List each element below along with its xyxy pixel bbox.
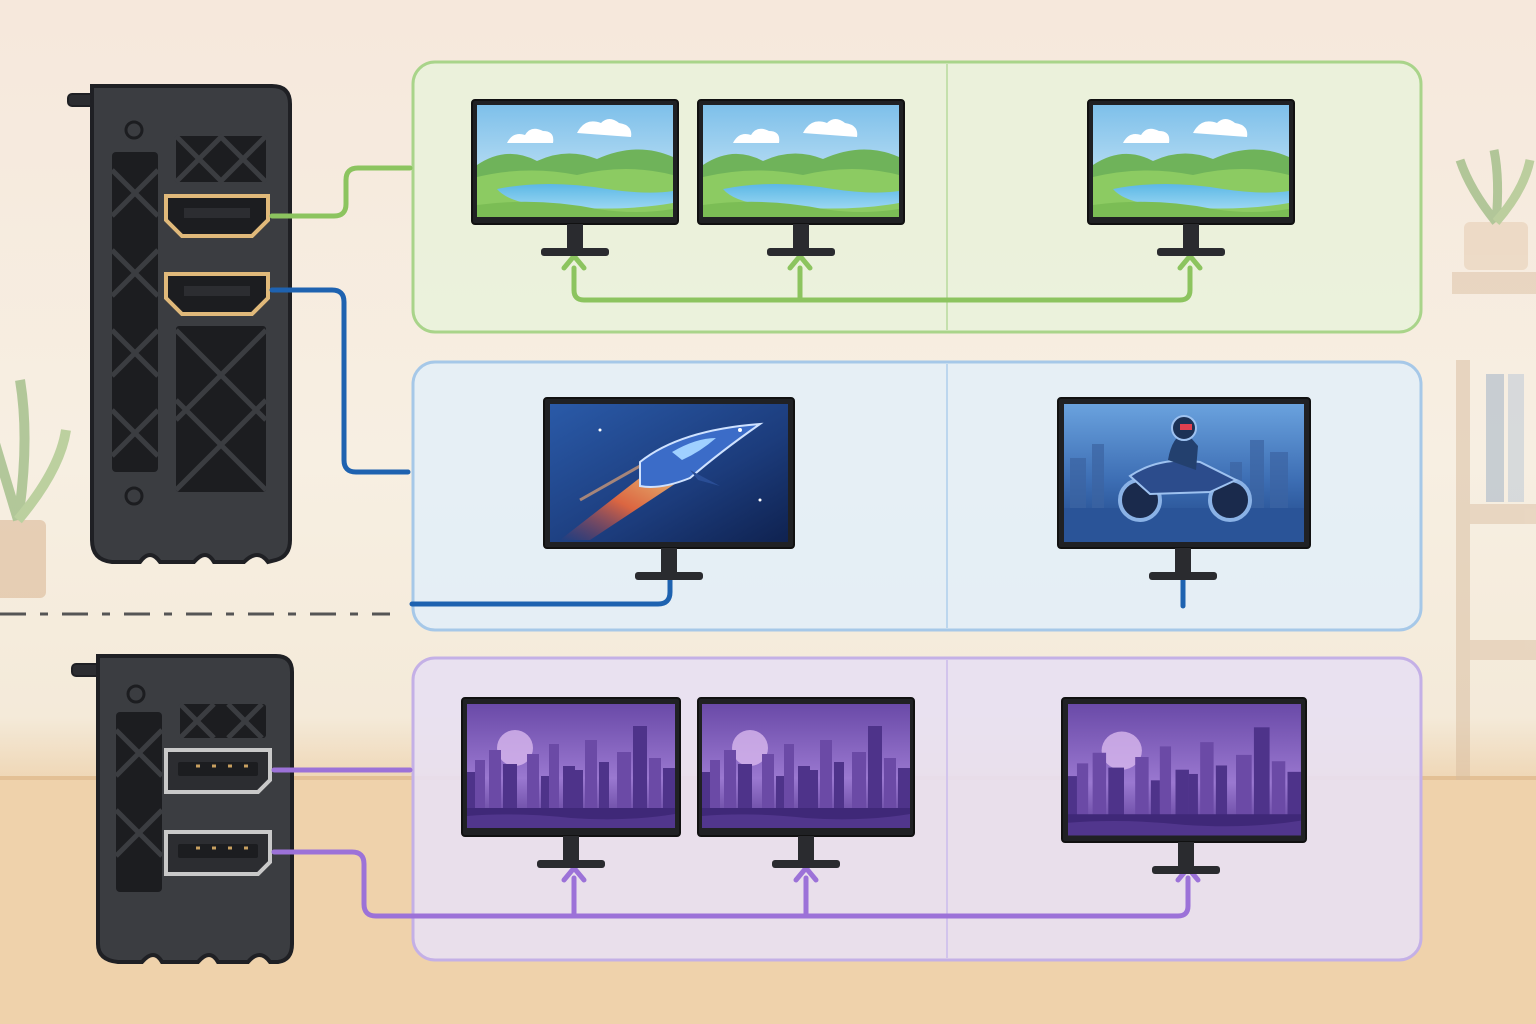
- hdmi-port: [164, 194, 270, 238]
- vent-grille: [112, 152, 158, 472]
- monitor-spaceship: [543, 397, 795, 580]
- vent-grille: [180, 704, 266, 738]
- displayport-port: [164, 830, 272, 876]
- monitor-city-2: [697, 697, 915, 868]
- monitor-motorcycle: [1057, 397, 1311, 580]
- vent-grille: [176, 136, 266, 182]
- monitor-nature-3: [1087, 99, 1295, 256]
- monitor-nature-2: [697, 99, 905, 256]
- plant-icon: [0, 379, 71, 598]
- plant-icon: [1455, 149, 1535, 270]
- monitor-nature-1: [471, 99, 679, 256]
- cable-blue: [269, 287, 1186, 609]
- vent-grille: [176, 326, 266, 492]
- monitor-city-3: [1061, 697, 1307, 874]
- graphics-card-top: [67, 84, 292, 565]
- graphics-card-bottom: [71, 654, 294, 964]
- cable-green: [269, 165, 1200, 303]
- displayport-port: [164, 748, 272, 794]
- monitor-city-1: [461, 697, 681, 868]
- hdmi-port: [164, 272, 270, 316]
- cable-purple: [271, 767, 1198, 919]
- bookshelf: [1452, 272, 1536, 780]
